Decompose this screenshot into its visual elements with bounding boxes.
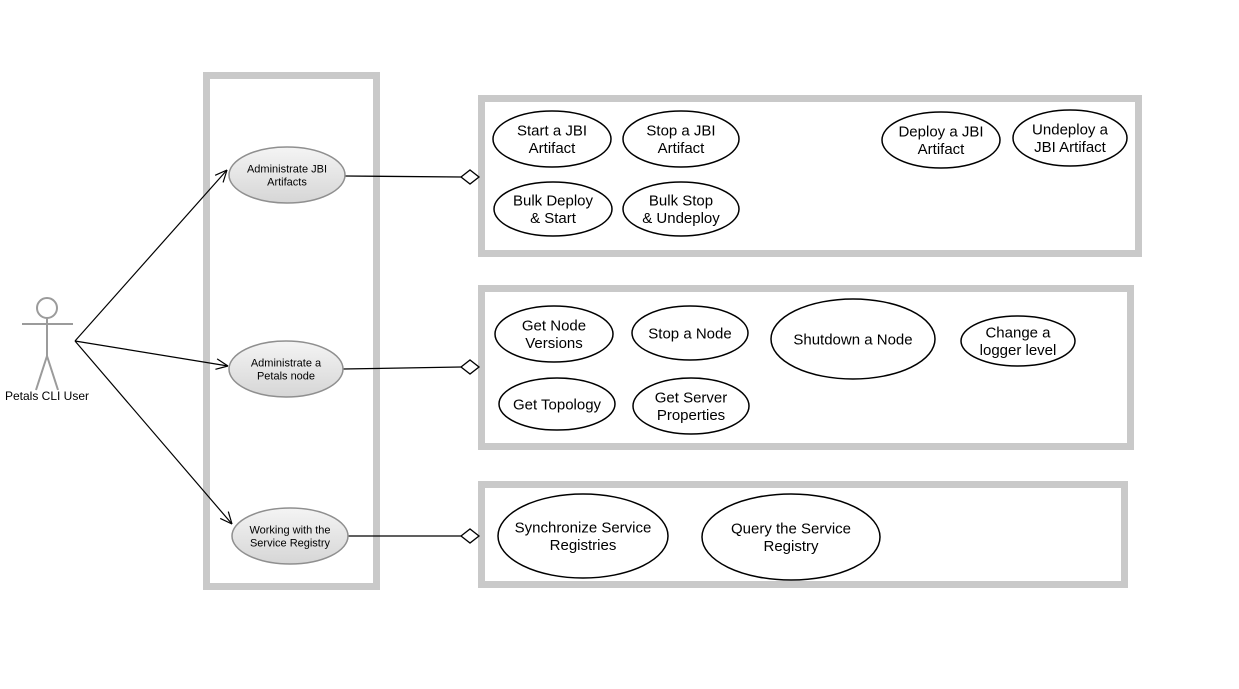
usecase-start-a-jbi-artifact	[492, 110, 612, 168]
group-usecase-administrate-jbi-artifacts	[228, 146, 346, 204]
usecase-change-a-logger-level	[960, 315, 1076, 367]
service-registry-box	[478, 481, 1128, 588]
usecase-label-bulk-stop-undeploy: Bulk Stop& Undeploy	[642, 192, 720, 227]
actor-association-line-1	[74, 340, 229, 367]
usecase-synchronize-service-registries	[497, 493, 669, 579]
actor-association-line-2	[74, 340, 233, 525]
aggregation-diamond-icon	[459, 169, 481, 185]
usecase-undeploy-a-jbi-artifact	[1012, 109, 1128, 167]
arrowhead-icon	[222, 169, 228, 183]
actor-right-leg-icon	[46, 355, 59, 391]
connectors-layer	[74, 169, 481, 544]
actor-left-leg-icon	[35, 355, 48, 391]
actor-layer: Petals CLI User	[5, 297, 89, 403]
aggregation-line-0	[344, 175, 462, 178]
arrowhead-icon	[219, 517, 233, 525]
group-usecase-administrate-a-petals-node	[228, 340, 344, 398]
groups-container-box	[203, 72, 380, 590]
usecase-query-the-service-registry	[701, 493, 881, 581]
actor-association-line-0	[74, 169, 228, 342]
group-usecase-working-with-the-service-registry	[231, 507, 349, 565]
actor-head-icon	[36, 297, 58, 319]
usecase-get-node-versions	[494, 305, 614, 363]
usecase-bulk-deploy-start	[493, 181, 613, 237]
usecase-get-topology	[498, 377, 616, 431]
petals-node-box	[478, 285, 1134, 450]
usecase-label-get-topology: Get Topology	[513, 396, 602, 413]
arrowhead-icon	[227, 511, 233, 525]
usecase-bulk-stop-undeploy	[622, 181, 740, 237]
arrowhead-icon	[216, 358, 229, 367]
jbi-artifacts-box	[478, 95, 1142, 257]
arrowhead-icon	[214, 169, 228, 176]
package-boxes-layer	[203, 72, 1142, 590]
aggregation-diamond-icon	[459, 528, 481, 544]
usecase-label-shutdown-a-node: Shutdown a Node	[793, 331, 912, 348]
aggregation-diamond-icon	[459, 359, 481, 375]
usecase-stop-a-jbi-artifact	[622, 110, 740, 168]
usecase-label-stop-a-node: Stop a Node	[648, 325, 731, 342]
aggregation-line-1	[342, 366, 462, 370]
usecase-deploy-a-jbi-artifact	[881, 111, 1001, 169]
usecase-get-server-properties	[632, 377, 750, 435]
usecase-label-bulk-deploy-start: Bulk Deploy& Start	[513, 192, 594, 227]
actor-label: Petals CLI User	[5, 389, 89, 403]
arrowhead-icon	[215, 365, 229, 370]
usecase-shutdown-a-node	[770, 298, 936, 380]
usecase-stop-a-node	[631, 305, 749, 361]
actor-figure-icon	[22, 297, 73, 391]
